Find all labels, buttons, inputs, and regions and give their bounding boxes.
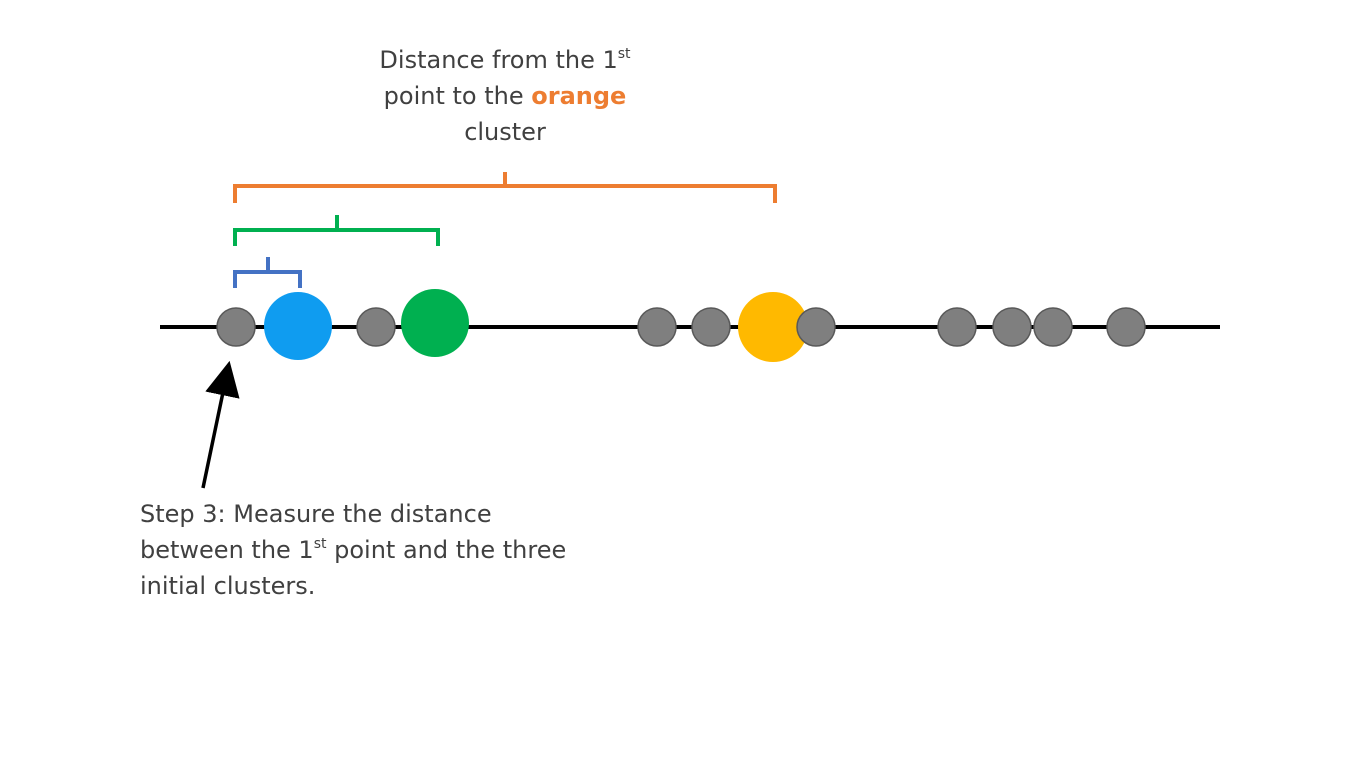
data-point — [992, 307, 1032, 347]
data-point — [796, 307, 836, 347]
first-data-point — [216, 307, 256, 347]
orange-highlight: orange — [531, 82, 627, 110]
step-line-3: initial clusters. — [140, 572, 316, 600]
green-cluster-point — [401, 289, 469, 357]
data-point — [356, 307, 396, 347]
step-line-1: Step 3: Measure the distance — [140, 500, 492, 528]
data-point — [637, 307, 677, 347]
caption-line-2: point to the orange — [383, 82, 627, 110]
blue-cluster-point — [264, 292, 332, 360]
green-distance-bracket — [233, 215, 440, 246]
pointer-arrow — [201, 360, 240, 489]
caption-line-1: Distance from the 1st — [379, 46, 631, 74]
orange-distance-bracket — [233, 172, 777, 203]
blue-distance-bracket — [233, 257, 302, 288]
step-caption: Step 3: Measure the distance between the… — [140, 496, 740, 604]
data-point — [1106, 307, 1146, 347]
step-line-2: between the 1st point and the three — [140, 536, 567, 564]
data-point — [937, 307, 977, 347]
orange-distance-caption: Distance from the 1st point to the orang… — [330, 42, 680, 150]
caption-line-3: cluster — [464, 118, 546, 146]
data-point — [691, 307, 731, 347]
data-point — [1033, 307, 1073, 347]
orange-cluster-point — [738, 292, 808, 362]
